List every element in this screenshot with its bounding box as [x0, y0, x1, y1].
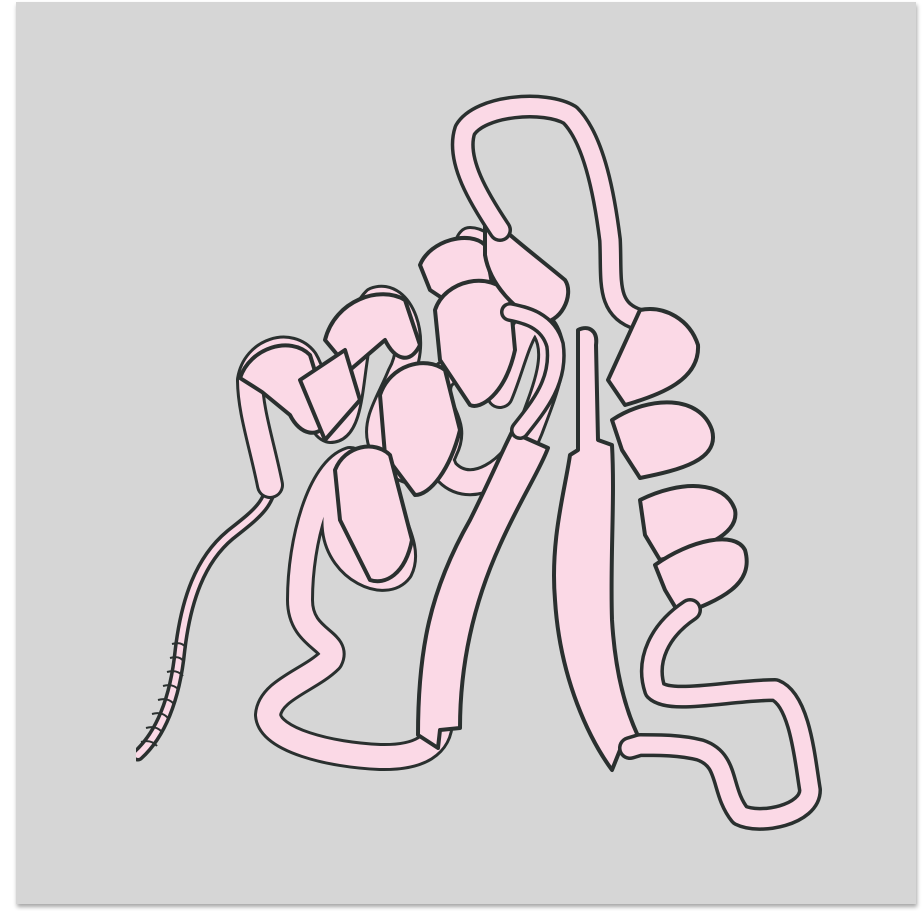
c-terminal-loop	[630, 610, 810, 819]
helix-d	[608, 309, 747, 615]
n-terminal-coil	[138, 480, 272, 755]
